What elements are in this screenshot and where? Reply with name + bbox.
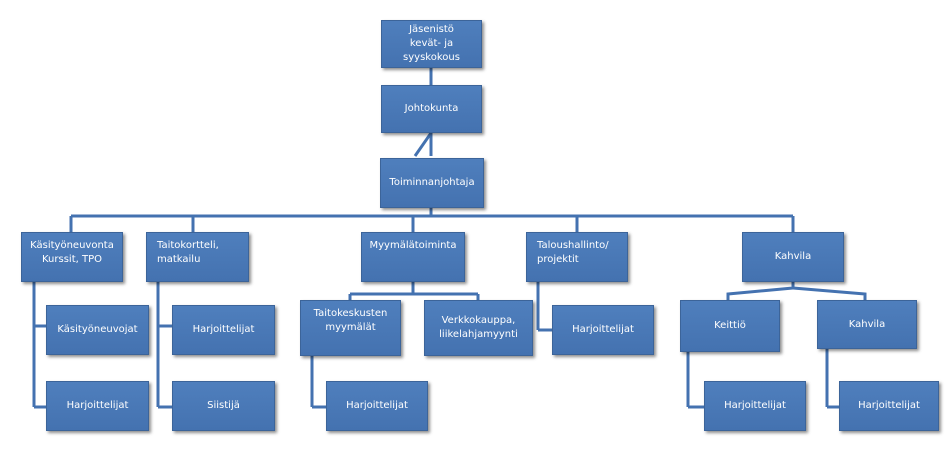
node-kahvila-main: Kahvila	[742, 232, 844, 282]
node-verkkokauppa: Verkkokauppa, liikelahjamyynti	[424, 300, 533, 356]
node-harjoittelijat-kasityo-label: Harjoittelijat	[66, 400, 129, 411]
node-kasityoneuvonta-label: Käsityöneuvonta Kurssit, TPO	[30, 240, 114, 265]
node-kasityoneuvojat: Käsityöneuvojat	[46, 305, 149, 355]
node-johtokunta-label: Johtokunta	[404, 103, 459, 114]
node-myymalatoiminta-label: Myymälätoiminta	[369, 240, 457, 251]
node-kasityoneuvojat-label: Käsityöneuvojat	[57, 324, 138, 335]
node-taitokeskusten: Taitokeskusten myymälät	[300, 300, 401, 356]
node-taloushallinto-label: Taloushallinto/ projektit	[537, 240, 609, 265]
node-harjoittelijat-taito-label: Harjoittelijat	[192, 324, 255, 335]
node-toiminnanjohtaja: Toiminnanjohtaja	[380, 158, 484, 208]
node-toiminnanjohtaja-label: Toiminnanjohtaja	[389, 177, 475, 188]
node-harjoittelijat-keittio-label: Harjoittelijat	[724, 400, 786, 411]
node-keittio: Keittiö	[680, 300, 780, 352]
node-harjoittelijat-kasityo: Harjoittelijat	[46, 381, 149, 431]
node-kahvila-main-label: Kahvila	[774, 251, 812, 262]
node-kahvila-sub-label: Kahvila	[848, 318, 886, 330]
node-harjoittelijat-myymala-label: Harjoittelijat	[346, 400, 408, 411]
node-harjoittelijat-kahvila-label: Harjoittelijat	[858, 400, 920, 411]
node-harjoittelijat-myymala: Harjoittelijat	[326, 381, 428, 431]
node-harjoittelijat-keittio: Harjoittelijat	[704, 381, 806, 431]
node-harjoittelijat-kahvila: Harjoittelijat	[839, 381, 939, 431]
node-jasenisto: Jäsenistö kevät- ja syyskokous	[381, 20, 482, 68]
node-taloushallinto: Taloushallinto/ projektit	[526, 232, 628, 282]
node-siistija: Siistijä	[172, 381, 275, 431]
node-jasenisto-label: Jäsenistö kevät- ja syyskokous	[403, 24, 460, 63]
node-taitokortteli-label: Taitokortteli, matkailu	[157, 240, 219, 265]
node-taitokortteli: Taitokortteli, matkailu	[146, 232, 249, 282]
node-verkkokauppa-label: Verkkokauppa, liikelahjamyynti	[439, 315, 518, 340]
node-johtokunta: Johtokunta	[381, 85, 482, 133]
node-taitokeskusten-label: Taitokeskusten myymälät	[313, 308, 388, 333]
node-kasityoneuvonta: Käsityöneuvonta Kurssit, TPO	[21, 232, 123, 282]
node-keittio-label: Keittiö	[714, 320, 746, 331]
node-siistija-label: Siistijä	[207, 400, 240, 411]
node-myymalatoiminta: Myymälätoiminta	[361, 232, 465, 282]
node-harjoittelijat-talous: Harjoittelijat	[552, 305, 654, 355]
node-harjoittelijat-taito: Harjoittelijat	[172, 305, 275, 355]
node-kahvila-sub: Kahvila	[817, 300, 917, 349]
node-harjoittelijat-talous-label: Harjoittelijat	[572, 324, 634, 335]
